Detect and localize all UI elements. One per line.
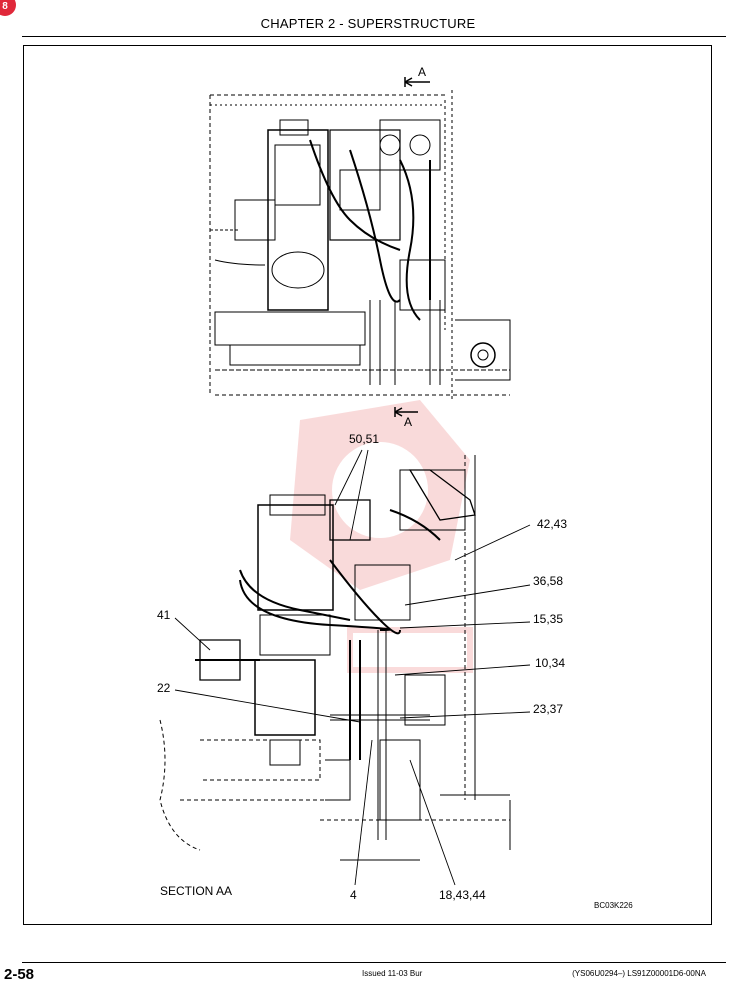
callout-10-34: 10,34 [535,656,565,670]
section-mark-top: A [418,65,426,79]
top-view [209,90,511,400]
callout-22: 22 [157,681,171,695]
issued-info: Issued 11-03 Bur [362,969,423,978]
corner-badge: 8 [0,0,16,16]
figure-frame [23,45,712,925]
callout-4: 4 [350,888,357,902]
leader-lines [174,449,531,886]
callout-18-43-44: 18,43,44 [439,888,486,902]
callout-41: 41 [157,608,171,622]
callout-labels: A A 50,51 42,43 36,58 41 15,35 10,34 22 … [157,65,633,910]
callout-15-35: 15,35 [533,612,563,626]
section-arrow-bottom [394,407,418,417]
watermark-logo [290,400,473,673]
figure-code: BC03K226 [594,901,633,910]
footer-rule [22,962,726,963]
document-reference: (YS06U0294–) LS91Z00001D6-00NA [572,969,706,978]
callout-23-37: 23,37 [533,702,563,716]
section-title: SECTION AA [160,884,232,898]
chapter-header: CHAPTER 2 - SUPERSTRUCTURE [260,16,476,31]
section-arrow-top [404,77,430,87]
callout-50-51: 50,51 [349,432,379,446]
callout-36-58: 36,58 [533,574,563,588]
section-mark-bottom: A [404,415,412,429]
page-number: 2-58 [4,966,35,983]
header-rule [22,36,726,37]
callout-42-43: 42,43 [537,517,567,531]
